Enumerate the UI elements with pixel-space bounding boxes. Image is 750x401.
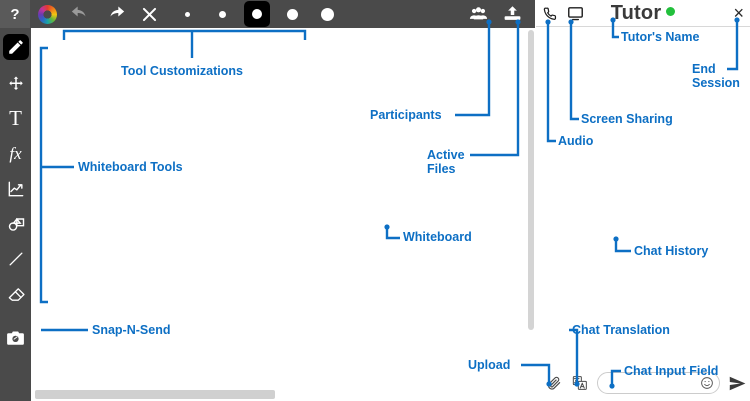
tutor-name-text: Tutor xyxy=(610,1,662,24)
stroke-size-2[interactable] xyxy=(209,1,235,27)
text-tool[interactable]: T xyxy=(9,106,22,130)
help-button[interactable]: ? xyxy=(0,0,30,28)
upload-icon[interactable] xyxy=(543,371,565,395)
stroke-size-group xyxy=(174,1,340,27)
emoji-icon[interactable] xyxy=(700,376,714,390)
whiteboard-toolbar: ? xyxy=(0,0,535,28)
screen-share-icon[interactable] xyxy=(562,0,588,27)
chat-composer xyxy=(536,368,750,398)
color-wheel-icon[interactable] xyxy=(30,0,64,28)
line-tool[interactable] xyxy=(0,241,31,276)
online-status-dot xyxy=(666,6,676,16)
eraser-tool[interactable] xyxy=(0,276,31,311)
translate-icon[interactable] xyxy=(569,371,591,395)
clear-icon[interactable] xyxy=(132,0,166,28)
end-session-button[interactable]: × xyxy=(733,3,744,23)
whiteboard-tools-rail: T fx xyxy=(0,28,31,401)
stroke-size-1[interactable] xyxy=(174,1,200,27)
stroke-size-3[interactable] xyxy=(244,1,270,27)
panel-divider xyxy=(535,0,536,401)
redo-icon[interactable] xyxy=(98,0,132,28)
stroke-size-4[interactable] xyxy=(279,1,305,27)
send-button[interactable] xyxy=(724,371,750,395)
chat-panel: Tutor × xyxy=(536,0,750,401)
pencil-tool[interactable] xyxy=(0,28,31,66)
toolbar-right-group xyxy=(461,0,535,28)
chat-header: Tutor × xyxy=(536,0,750,27)
chat-history[interactable] xyxy=(536,28,750,368)
participants-icon[interactable] xyxy=(461,0,495,28)
whiteboard-horizontal-scrollbar[interactable] xyxy=(35,390,275,399)
audio-call-icon[interactable] xyxy=(536,0,562,27)
formula-tool[interactable]: fx xyxy=(9,143,22,163)
camera-tool[interactable] xyxy=(0,321,31,356)
stroke-size-5[interactable] xyxy=(314,1,340,27)
active-files-icon[interactable] xyxy=(495,0,529,28)
chat-input-field[interactable] xyxy=(597,372,720,394)
shapes-tool[interactable] xyxy=(0,206,31,241)
undo-icon[interactable] xyxy=(64,0,98,28)
move-tool[interactable] xyxy=(0,66,31,101)
graph-tool[interactable] xyxy=(0,171,31,206)
whiteboard-vertical-scrollbar[interactable] xyxy=(528,30,534,330)
whiteboard-canvas[interactable] xyxy=(31,28,535,401)
